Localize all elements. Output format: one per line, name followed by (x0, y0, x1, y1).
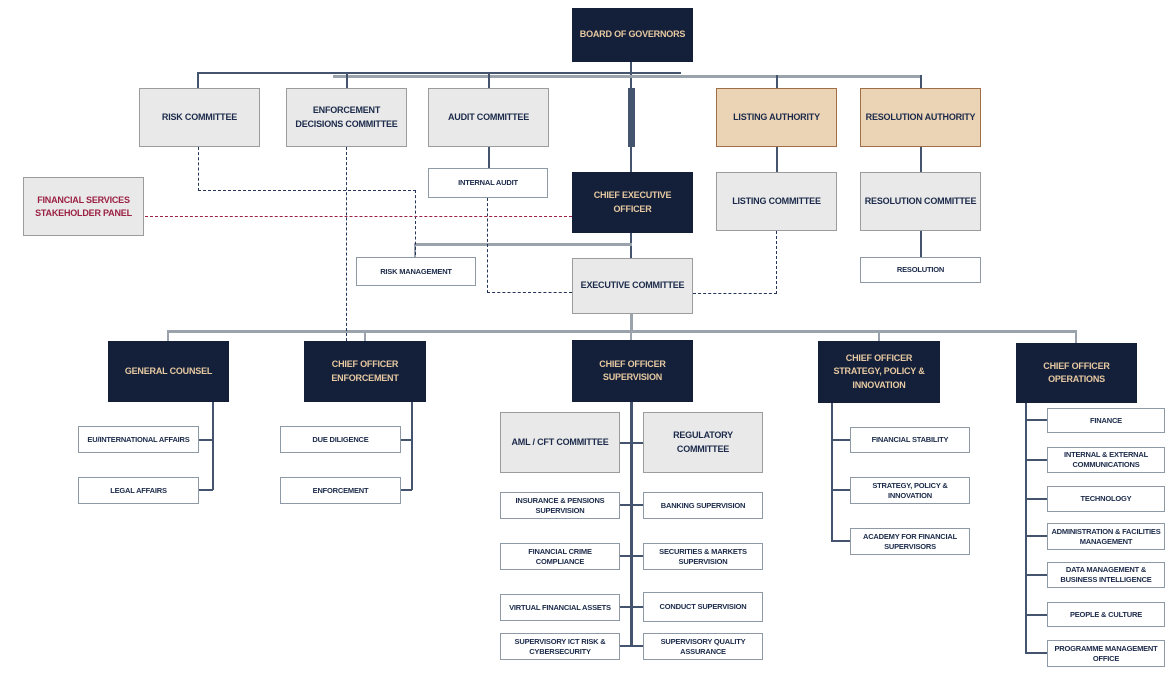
node-chief-executive-officer: CHIEF EXECUTIVE OFFICER (572, 172, 693, 233)
connector-stub-supervision (630, 330, 632, 340)
node-general-counsel: GENERAL COUNSEL (108, 341, 229, 402)
connector-ops-pmo (1025, 652, 1047, 654)
connector-stub-operations (1075, 330, 1077, 343)
connector-strategy-spi (831, 489, 850, 491)
node-chief-officer-supervision: CHIEF OFFICER SUPERVISION (572, 340, 693, 402)
node-financial-crime-compliance: FINANCIAL CRIME COMPLIANCE (500, 543, 620, 570)
connector-dashed-internal-audit-down (487, 198, 488, 293)
node-executive-committee: EXECUTIVE COMMITTEE (572, 258, 693, 314)
node-legal-affairs: LEGAL AFFAIRS (78, 477, 199, 504)
connector-stub-strategy (878, 330, 880, 341)
node-risk-committee: RISK COMMITTEE (139, 88, 260, 147)
connector-ops-admin (1025, 535, 1047, 537)
node-chief-officer-strategy-policy-innovation: CHIEF OFFICER STRATEGY, POLICY & INNOVAT… (818, 341, 940, 403)
node-supervisory-quality-assurance: SUPERVISORY QUALITY ASSURANCE (643, 633, 763, 660)
node-programme-management-office: PROGRAMME MANAGEMENT OFFICE (1047, 640, 1165, 667)
node-listing-committee: LISTING COMMITTEE (716, 172, 837, 231)
connector-ops-comms (1025, 459, 1047, 461)
connector-ops-data (1025, 574, 1047, 576)
connector-strategy-academy (831, 540, 850, 542)
connector-ops-people (1025, 614, 1047, 616)
connector-supervision-row1 (620, 504, 643, 506)
node-aml-cft-committee: AML / CFT COMMITTEE (500, 412, 620, 473)
node-data-management-business-intelligence: DATA MANAGEMENT & BUSINESS INTELLIGENCE (1047, 562, 1165, 588)
node-financial-stability: FINANCIAL STABILITY (850, 427, 970, 453)
node-resolution-committee: RESOLUTION COMMITTEE (860, 172, 981, 231)
node-finance: FINANCE (1047, 408, 1165, 433)
node-academy-for-financial-supervisors: ACADEMY FOR FINANCIAL SUPERVISORS (850, 528, 970, 555)
connector-gc-spine (212, 402, 214, 490)
connector-stub-general-counsel (167, 330, 169, 341)
node-internal-audit: INTERNAL AUDIT (428, 168, 548, 198)
connector-enf-duediligence (401, 439, 412, 441)
node-financial-services-stakeholder-panel: FINANCIAL SERVICES STAKEHOLDER PANEL (23, 177, 144, 236)
connector-gc-eu (199, 439, 213, 441)
connector-bar-to-ceo (630, 147, 632, 172)
connector-ops-technology (1025, 498, 1047, 500)
node-chief-officer-enforcement: CHIEF OFFICER ENFORCEMENT (304, 341, 426, 402)
connector-ceo-risk-management-h (416, 243, 632, 246)
node-technology: TECHNOLOGY (1047, 486, 1165, 512)
connector-audit-internal-audit (488, 147, 490, 168)
node-listing-authority: LISTING AUTHORITY (716, 88, 837, 147)
node-eu-international-affairs: EU/INTERNATIONAL AFFAIRS (78, 426, 199, 453)
connector-top-rail-right (333, 75, 921, 78)
connector-dashed-risk-down (198, 147, 199, 191)
connector-listing-authority-committee (776, 147, 778, 172)
connector-supervision-committees (620, 442, 643, 444)
node-regulatory-committee: REGULATORY COMMITTEE (643, 412, 763, 473)
node-enforcement-decisions-committee: ENFORCEMENT DECISIONS COMMITTEE (286, 88, 407, 147)
connector-dashed-risk-management (415, 190, 416, 255)
connector-supervision-row2 (620, 555, 643, 557)
connector-operations-spine (1025, 403, 1027, 654)
connector-stub-audit (488, 72, 490, 88)
connector-enf-spine (411, 402, 413, 490)
node-internal-external-communications: INTERNAL & EXTERNAL COMMUNICATIONS (1047, 447, 1165, 473)
node-administration-facilities-management: ADMINISTRATION & FACILITIES MANAGEMENT (1047, 523, 1165, 550)
connector-resolution-committee-resolution (920, 231, 922, 257)
connector-ops-finance (1025, 419, 1047, 421)
connector-dashed-listing-exec (693, 293, 777, 294)
connector-dashed-risk-across (198, 190, 416, 191)
connector-board-ceo-thick-bar (628, 88, 635, 147)
node-board-of-governors: BOARD OF GOVERNORS (572, 8, 693, 62)
connector-dashed-internal-audit-exec (487, 292, 572, 293)
connector-stub-listing-authority (776, 75, 778, 88)
connector-dashed-stakeholder-ceo (145, 216, 572, 217)
connector-stub-risk (197, 72, 199, 88)
connector-top-rail-left (198, 72, 681, 74)
connector-stub-enforcement (364, 330, 366, 341)
node-conduct-supervision: CONDUCT SUPERVISION (643, 592, 763, 622)
node-banking-supervision: BANKING SUPERVISION (643, 492, 763, 519)
connector-supervision-row3 (620, 606, 643, 608)
connector-supervision-spine (630, 402, 633, 647)
node-due-diligence: DUE DILIGENCE (280, 426, 401, 453)
connector-supervision-row4 (620, 645, 643, 647)
connector-exec-down (630, 314, 633, 331)
connector-enf-enforcement (401, 489, 412, 491)
node-enforcement: ENFORCEMENT (280, 477, 401, 504)
connector-stub-resolution-authority (920, 75, 922, 88)
connector-dashed-edc-enforcement (346, 147, 347, 341)
node-resolution: RESOLUTION (860, 257, 981, 283)
node-insurance-pensions-supervision: INSURANCE & PENSIONS SUPERVISION (500, 492, 620, 519)
connector-strategy-stability (831, 439, 850, 441)
node-securities-markets-supervision: SECURITIES & MARKETS SUPERVISION (643, 543, 763, 570)
node-resolution-authority: RESOLUTION AUTHORITY (860, 88, 981, 147)
connector-gc-legal (199, 489, 213, 491)
connector-strategy-spine (831, 403, 833, 542)
node-people-culture: PEOPLE & CULTURE (1047, 602, 1165, 627)
node-audit-committee: AUDIT COMMITTEE (428, 88, 549, 147)
connector-stub-edc (346, 72, 348, 88)
connector-officers-rail (168, 330, 1077, 333)
node-virtual-financial-assets: VIRTUAL FINANCIAL ASSETS (500, 594, 620, 621)
node-risk-management: RISK MANAGEMENT (356, 257, 476, 286)
node-supervisory-ict-risk-cybersecurity: SUPERVISORY ICT RISK & CYBERSECURITY (500, 633, 620, 660)
connector-resolution-authority-committee (920, 147, 922, 172)
node-strategy-policy-innovation: STRATEGY, POLICY & INNOVATION (850, 477, 970, 504)
connector-ceo-executive-committee (630, 233, 632, 258)
connector-dashed-listing-down (776, 231, 777, 294)
node-chief-officer-operations: CHIEF OFFICER OPERATIONS (1016, 343, 1137, 403)
